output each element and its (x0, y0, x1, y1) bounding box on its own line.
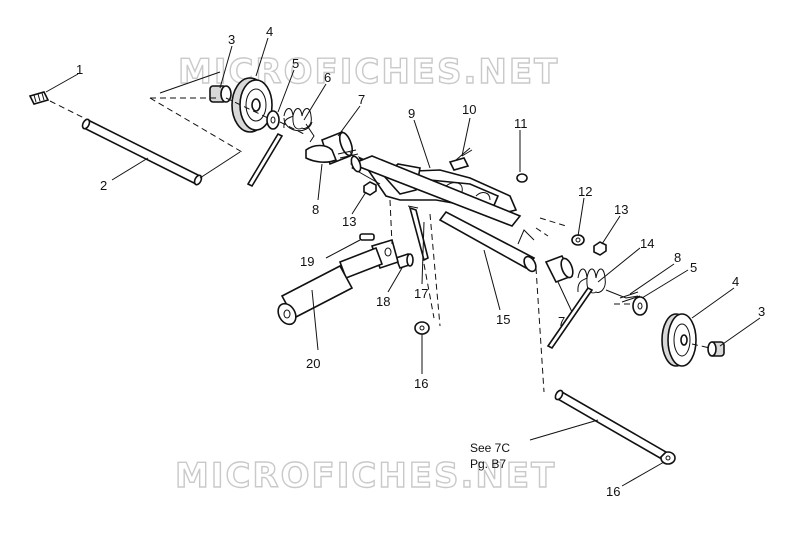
callout-9: 9 (408, 106, 415, 121)
callout-14: 14 (640, 236, 654, 251)
callout-17: 17 (414, 286, 428, 301)
part-20-shock (277, 238, 399, 326)
part-2-shaft (81, 71, 241, 186)
callout-5-left: 5 (292, 56, 299, 71)
watermark-top: MICROFICHES.NET (178, 52, 559, 92)
part-4-wheel-right (661, 313, 697, 367)
reference-note-line2: Pg. B7 (470, 457, 506, 471)
part-5-washer-right (632, 296, 648, 316)
part-4-wheel-left (231, 77, 273, 133)
part-14-spring-right (546, 268, 639, 350)
callout-13-left: 13 (342, 214, 356, 229)
callout-10: 10 (462, 102, 476, 117)
leader-lines (45, 37, 761, 487)
part-11-nut (516, 173, 528, 183)
callout-12: 12 (578, 184, 592, 199)
callout-4-left: 4 (266, 24, 273, 39)
part-1-bolt (28, 91, 87, 120)
part-15-shaft (438, 210, 537, 273)
part-5-washer-left (266, 110, 280, 130)
callout-15: 15 (496, 312, 510, 327)
callout-1: 1 (76, 62, 83, 77)
callout-5-right: 5 (690, 260, 697, 275)
callout-6: 6 (324, 70, 331, 85)
part-13-nut-right (593, 241, 607, 256)
part-13-nut-left (363, 181, 377, 196)
callout-2: 2 (100, 178, 107, 193)
part-19-pin (359, 233, 375, 241)
callout-16-middle: 16 (414, 376, 428, 391)
callout-16-bottom: 16 (606, 484, 620, 499)
callout-7-upper: 7 (358, 92, 365, 107)
callout-3-left: 3 (228, 32, 235, 47)
reference-note-line1: See 7C (470, 441, 510, 455)
part-8-clip-left (305, 144, 359, 163)
callout-4-right: 4 (732, 274, 739, 289)
part-10-bolt (448, 147, 473, 171)
part-bottom-rod (554, 389, 668, 459)
part-18-bushing (394, 253, 414, 269)
callout-13-right: 13 (614, 202, 628, 217)
callout-18: 18 (376, 294, 390, 309)
part-17-pin (407, 205, 429, 262)
callout-3-right: 3 (758, 304, 765, 319)
watermark-bottom: MICROFICHES.NET (175, 456, 556, 496)
callout-8-right: 8 (674, 250, 681, 265)
part-7-bushing-right (544, 254, 574, 284)
alignment-lines (149, 97, 711, 393)
part-16-washer-lower (414, 321, 430, 335)
callout-11: 11 (514, 116, 528, 131)
callout-20: 20 (306, 356, 320, 371)
part-6-spring-left (246, 108, 315, 188)
callout-8-left: 8 (312, 202, 319, 217)
part-3-bushing-left (209, 85, 232, 103)
part-3-bushing-right (707, 341, 725, 357)
callout-19: 19 (300, 254, 314, 269)
part-12-nut (571, 234, 585, 246)
callout-7-lower: 7 (558, 314, 565, 329)
